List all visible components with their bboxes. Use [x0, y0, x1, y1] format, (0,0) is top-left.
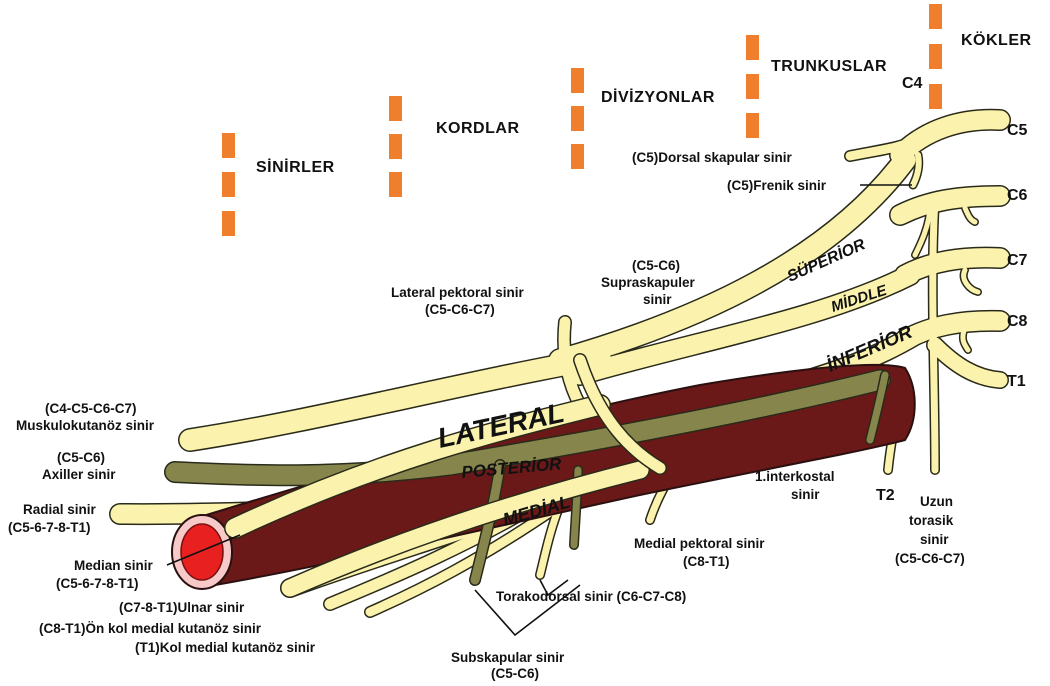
marker-kokler-1: [929, 4, 942, 29]
lateral-pektoral-name: Lateral pektoral sinir: [391, 285, 525, 300]
marker-trunkuslar-3: [746, 113, 759, 138]
interkostal-name: 1.interkostal: [755, 469, 835, 484]
median-name: Median sinir: [74, 558, 154, 573]
root-c6-label: C6: [1007, 187, 1028, 204]
root-c7-label: C7: [1007, 252, 1028, 269]
marker-sinirler-1: [222, 133, 235, 158]
header-kordlar: KORDLAR: [436, 120, 520, 137]
muskulokutanoz-name: Muskulokutanöz sinir: [16, 418, 155, 433]
header-kokler: KÖKLER: [961, 30, 1032, 49]
lateral-pektoral-roots: (C5-C6-C7): [425, 302, 495, 317]
marker-sinirler-3: [222, 211, 235, 236]
ulnar-label: (C7-8-T1)Ulnar sinir: [119, 600, 245, 615]
marker-divizyonlar-1: [571, 68, 584, 93]
marker-kordlar-2: [389, 134, 402, 159]
uzun-torasik-line2: torasik: [909, 513, 954, 528]
header-sinirler: SİNİRLER: [256, 158, 335, 176]
uzun-torasik-line1: Uzun: [920, 494, 953, 509]
marker-divizyonlar-3: [571, 144, 584, 169]
header-divizyonlar: DİVİZYONLAR: [601, 88, 715, 106]
supraskapuler-roots: (C5-C6): [632, 258, 680, 273]
median-roots: (C5-6-7-8-T1): [56, 576, 139, 591]
medial-pektoral-roots: (C8-T1): [683, 554, 730, 569]
kol-label: (T1)Kol medial kutanöz sinir: [135, 640, 316, 655]
onkol-label: (C8-T1)Ön kol medial kutanöz sinir: [39, 621, 262, 636]
supraskapuler-name: Supraskapuler: [601, 275, 696, 290]
marker-kokler-3: [929, 84, 942, 109]
torakodorsal-label: Torakodorsal sinir (C6-C7-C8): [496, 589, 686, 604]
muskulokutanoz-roots: (C4-C5-C6-C7): [45, 401, 137, 416]
header-trunkuslar: TRUNKUSLAR: [771, 58, 887, 75]
marker-sinirler-2: [222, 172, 235, 197]
axiller-roots: (C5-C6): [57, 450, 105, 465]
medial-pektoral-name: Medial pektoral sinir: [634, 536, 765, 551]
axiller-name: Axiller sinir: [42, 467, 116, 482]
radial-roots: (C5-6-7-8-T1): [8, 520, 91, 535]
interkostal-word: sinir: [791, 487, 820, 502]
dorsal-skapular-label: (C5)Dorsal skapular sinir: [632, 150, 793, 165]
radial-name: Radial sinir: [23, 502, 97, 517]
marker-kokler-2: [929, 44, 942, 69]
root-c4-label: C4: [902, 75, 923, 92]
root-c5-label: C5: [1007, 122, 1028, 139]
artery-lumen: [181, 524, 223, 580]
root-c8-label: C8: [1007, 313, 1028, 330]
subskapular-name: Subskapular sinir: [451, 650, 565, 665]
marker-kordlar-3: [389, 172, 402, 197]
uzun-torasik-roots: (C5-C6-C7): [895, 551, 965, 566]
column-markers: [222, 4, 942, 236]
marker-trunkuslar-1: [746, 35, 759, 60]
subskapular-roots: (C5-C6): [491, 666, 539, 681]
root-t1-label: T1: [1007, 373, 1026, 390]
root-t2-label: T2: [876, 487, 895, 504]
frenik-label: (C5)Frenik sinir: [727, 178, 827, 193]
marker-kordlar-1: [389, 96, 402, 121]
uzun-torasik-line3: sinir: [920, 532, 949, 547]
marker-divizyonlar-2: [571, 106, 584, 131]
marker-trunkuslar-2: [746, 74, 759, 99]
supraskapuler-word: sinir: [643, 292, 672, 307]
